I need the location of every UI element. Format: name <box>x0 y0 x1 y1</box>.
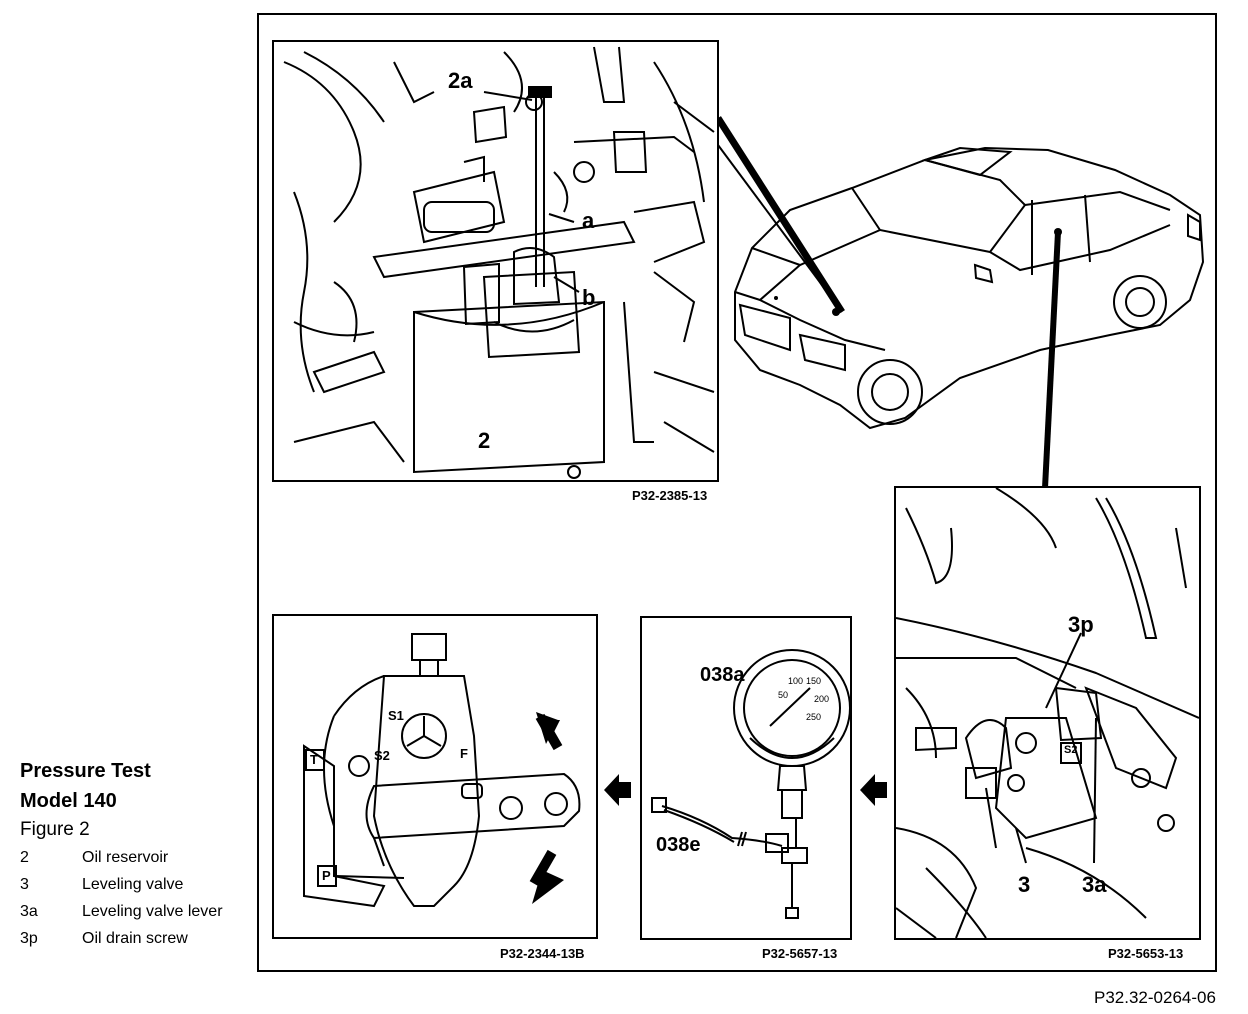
lever-mark-s1: S1 <box>388 708 404 723</box>
callout-2: 2 <box>478 428 491 453</box>
panel-valve-lever: S1 S2 F T P <box>272 614 598 939</box>
legend-figure: Figure 2 <box>20 819 90 840</box>
leveling-valve-drawing <box>896 488 1199 938</box>
pressure-gauge-drawing <box>651 649 850 919</box>
lever-mark-f: F <box>460 746 468 761</box>
legend-label: Oil reservoir <box>82 849 169 866</box>
legend-key: 3 <box>20 876 29 893</box>
panel-pressure-gauge: 50 100 150 200 250 038a 038e <box>640 616 852 940</box>
valve-lever-drawing <box>303 633 581 908</box>
lever-mark-s2: S2 <box>374 748 390 763</box>
panel-code-lever: P32-2344-13B <box>500 946 585 961</box>
callout-3p: 3p <box>1068 612 1094 637</box>
legend-label: Leveling valve <box>82 876 184 893</box>
callout-038e: 038e <box>656 834 701 856</box>
panel-code-gauge: P32-5657-13 <box>762 946 838 961</box>
gauge-scale-150: 150 <box>806 676 822 686</box>
legend-key: 3a <box>20 903 38 920</box>
callout-038a: 038a <box>700 664 745 686</box>
valve-mark-s2: S2 <box>1064 744 1078 756</box>
legend-title: Pressure Test <box>20 760 151 782</box>
panel-leveling-valve: S2 3p 3 3a <box>894 486 1201 940</box>
legend-label: Leveling valve lever <box>82 903 223 920</box>
gauge-scale-100: 100 <box>788 676 804 686</box>
panel-code-reservoir: P32-2385-13 <box>632 488 708 503</box>
callout-b: b <box>582 285 596 310</box>
legend-item: 3p Oil drain screw <box>20 925 260 952</box>
gauge-scale-250: 250 <box>806 712 822 722</box>
lever-mark-t: T <box>310 752 318 767</box>
gauge-scale-200: 200 <box>814 694 830 704</box>
legend-item: 2 Oil reservoir <box>20 844 260 871</box>
legend-key: 3p <box>20 930 38 947</box>
gauge-scale-50: 50 <box>778 690 789 700</box>
panel-code-valve: P32-5653-13 <box>1108 946 1184 961</box>
panel-oil-reservoir: 2a a b 2 <box>272 40 719 482</box>
legend-item: 3a Leveling valve lever <box>20 898 260 925</box>
arrow-left-icon <box>604 774 887 806</box>
figure-legend: Pressure Test Model 140 Figure 2 2 Oil re… <box>20 756 260 952</box>
callout-2a: 2a <box>448 68 473 93</box>
callout-3a: 3a <box>1082 872 1107 897</box>
callout-3: 3 <box>1018 872 1031 897</box>
legend-item: 3 Leveling valve <box>20 871 260 898</box>
figure-code: P32.32-0264-06 <box>1094 988 1216 1007</box>
callout-a: a <box>582 208 595 233</box>
legend-key: 2 <box>20 849 29 866</box>
lever-mark-p: P <box>322 868 331 883</box>
oil-reservoir-drawing <box>283 46 715 479</box>
legend-label: Oil drain screw <box>82 930 188 947</box>
legend-model: Model 140 <box>20 790 117 812</box>
